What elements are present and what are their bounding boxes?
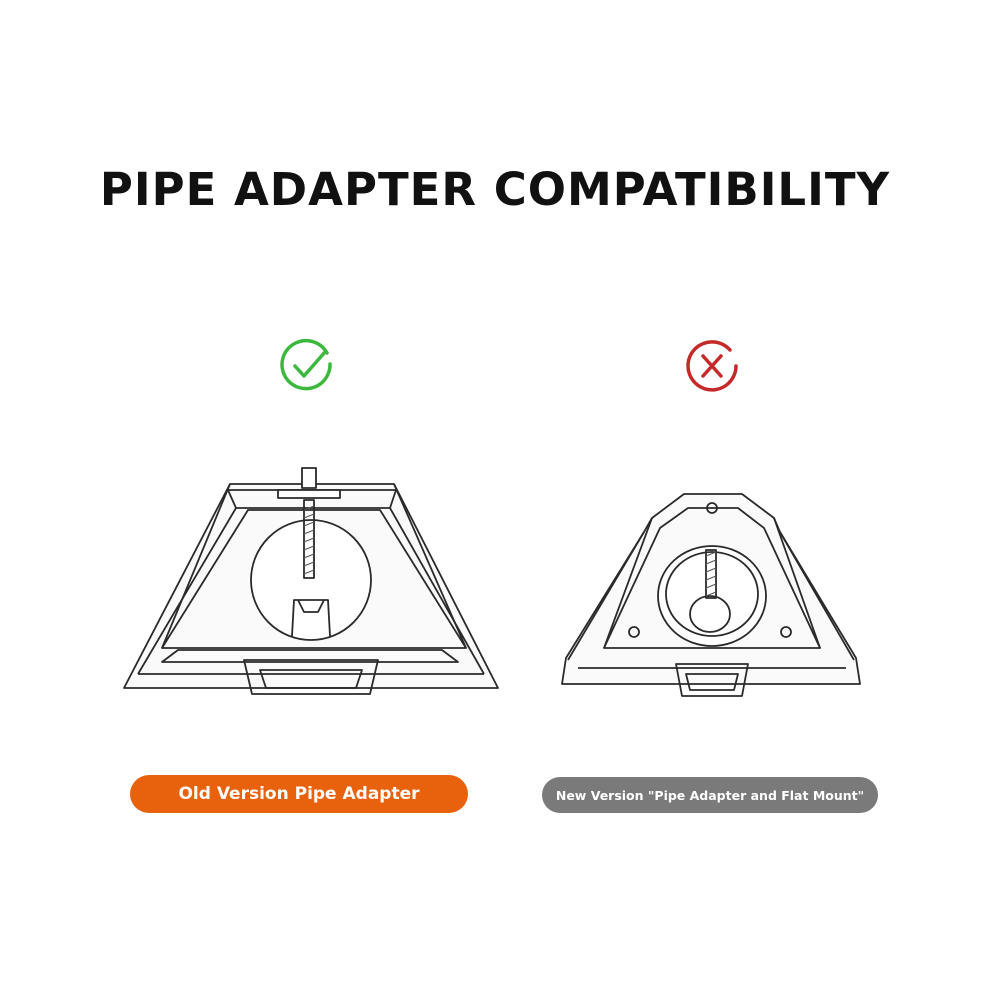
page-title: PIPE ADAPTER COMPATIBILITY xyxy=(99,163,891,216)
new-pipe-adapter-illustration xyxy=(561,493,861,697)
check-circle-icon xyxy=(280,338,332,391)
old-pipe-adapter-illustration xyxy=(123,467,499,695)
x-circle-icon xyxy=(686,340,738,392)
old-version-label: Old Version Pipe Adapter xyxy=(130,775,468,813)
new-version-label: New Version "Pipe Adapter and Flat Mount… xyxy=(542,777,878,813)
